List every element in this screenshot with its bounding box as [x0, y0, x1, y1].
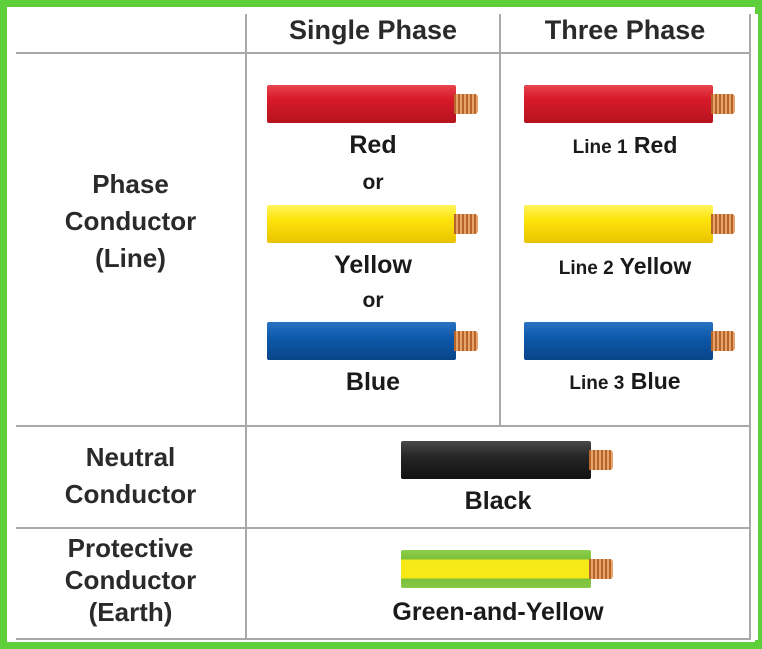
wire-color-table: Single Phase Three Phase Phase Conductor… [16, 14, 758, 640]
grid-line-right [749, 14, 751, 640]
row-label-neutral-line1: Neutral [85, 442, 176, 472]
label-three-line1-color: Red [633, 132, 678, 158]
label-neutral-black: Black [464, 487, 532, 515]
wire-three-line3-blue [524, 322, 735, 360]
label-three-line1-prefix: Line 1 [572, 137, 628, 158]
copper-core-icon [454, 214, 478, 234]
label-three-line3-prefix: Line 3 [569, 373, 625, 394]
label-three-line2-color: Yellow [619, 253, 692, 279]
separator-or-2: or [362, 289, 384, 312]
label-single-yellow: Yellow [334, 251, 412, 279]
row-label-neutral: Neutral Conductor [16, 439, 245, 513]
copper-core-icon [454, 94, 478, 114]
wire-neutral-black [401, 441, 613, 479]
row-label-protective-line1: Protective [67, 533, 194, 563]
wire-three-line2-yellow [524, 205, 735, 243]
copper-core-icon [589, 450, 613, 470]
copper-core-icon [711, 214, 735, 234]
row-label-phase-line1: Phase [92, 169, 169, 199]
label-earth-green-yellow: Green-and-Yellow [392, 598, 604, 626]
header-single-phase: Single Phase [288, 15, 458, 45]
wire-single-red [267, 85, 478, 123]
label-single-red: Red [349, 131, 397, 159]
grid-line-col2 [499, 14, 501, 426]
copper-core-icon [589, 559, 613, 579]
row-label-phase: Phase Conductor (Line) [16, 166, 245, 277]
row-label-protective: Protective Conductor (Earth) [16, 532, 245, 628]
label-three-line3-color: Blue [630, 368, 681, 394]
grid-line-bottom [16, 638, 751, 640]
wire-earth-green-yellow [401, 550, 613, 588]
row-label-protective-line3: (Earth) [88, 597, 173, 627]
row-label-phase-line2: Conductor [64, 206, 197, 236]
label-three-line3: Line 3 Blue [501, 368, 749, 394]
wire-single-blue [267, 322, 478, 360]
header-three-phase: Three Phase [544, 15, 706, 45]
grid-line-header [16, 52, 751, 54]
grid-line-phase-bottom [16, 425, 751, 427]
copper-core-icon [711, 331, 735, 351]
label-three-line1: Line 1 Red [501, 132, 749, 158]
label-three-line2-prefix: Line 2 [558, 258, 614, 279]
copper-core-icon [711, 94, 735, 114]
label-three-line2: Line 2 Yellow [501, 253, 749, 279]
wire-single-yellow [267, 205, 478, 243]
grid-line-col1 [245, 14, 247, 640]
label-single-blue: Blue [345, 368, 401, 396]
copper-core-icon [454, 331, 478, 351]
grid-line-neutral-bottom [16, 527, 751, 529]
wire-three-line1-red [524, 85, 735, 123]
row-label-phase-line3: (Line) [95, 243, 166, 273]
row-label-neutral-line2: Conductor [64, 479, 197, 509]
row-label-protective-line2: Conductor [64, 565, 197, 595]
separator-or-1: or [362, 171, 384, 194]
